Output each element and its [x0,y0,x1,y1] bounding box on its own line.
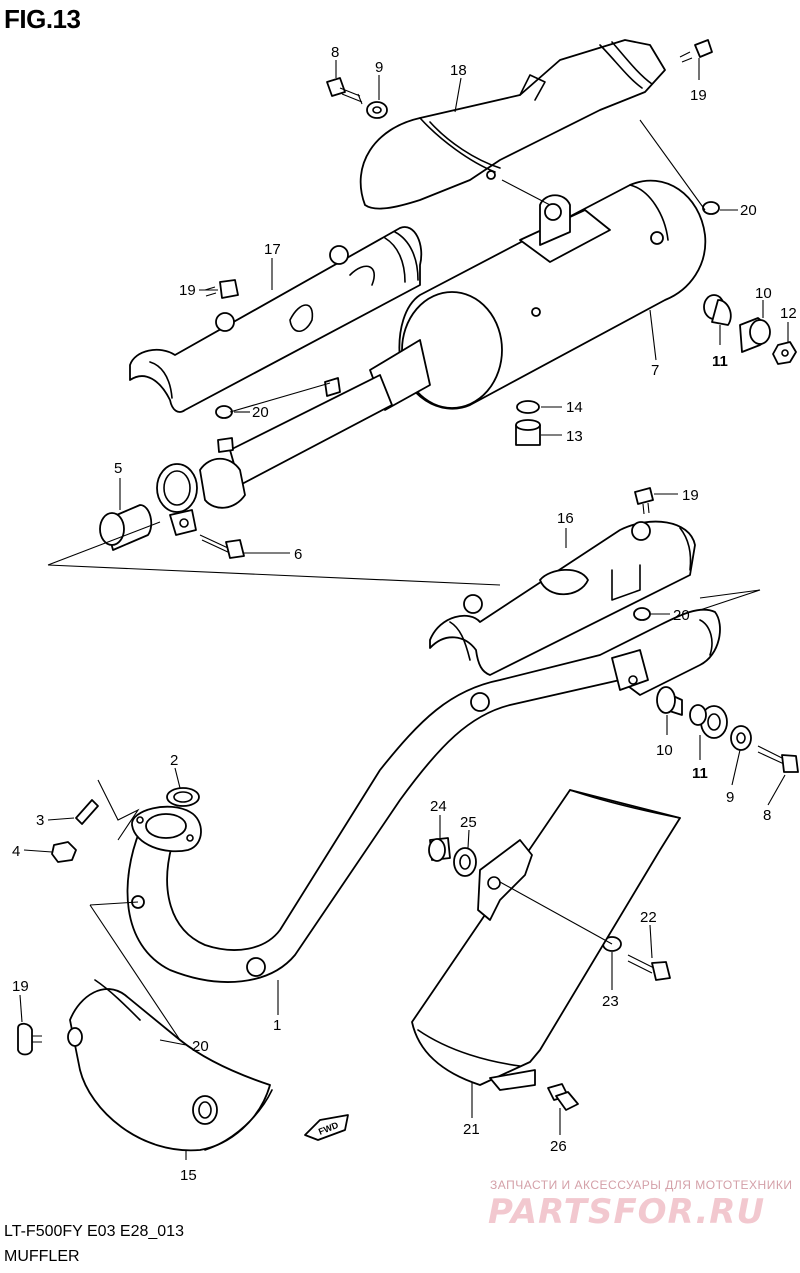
callout-9: 9 [375,59,383,76]
upper-hardware [199,39,797,559]
part-1-exhaust-pipe [126,608,721,983]
callout-25: 25 [460,814,477,831]
part-21-guard [411,789,681,1091]
callout-11: 11 [692,765,708,782]
callout-6: 6 [294,546,302,563]
footer-figure-code: LT-F500FY E03 E28_013 [4,1223,184,1240]
watermark-logo: PARTSFOR.RU [488,1192,766,1232]
callout-9: 9 [726,789,734,806]
callout-24: 24 [430,798,447,815]
callout-19: 19 [12,978,29,995]
callout-20: 20 [673,607,690,624]
part-15-shield [67,979,273,1152]
callout-17: 17 [264,241,281,258]
callout-20: 20 [192,1038,209,1055]
callout-26: 26 [550,1138,567,1155]
callout-11: 11 [712,353,728,370]
part-16-shield [429,487,696,676]
figure-title: FIG.13 [4,4,81,34]
callout-23: 23 [602,993,619,1010]
reference-lines [47,119,761,1041]
part-7-muffler [156,179,707,536]
callout-labels: 8 9 18 19 20 17 19 10 12 11 7 20 14 13 5… [12,44,797,1184]
callout-19: 19 [179,282,196,299]
callout-10: 10 [656,742,673,759]
callout-18: 18 [450,62,467,79]
callout-20: 20 [252,404,269,421]
part-17-shield [129,226,423,413]
callout-4: 4 [12,843,20,860]
callout-15: 15 [180,1167,197,1184]
callout-3: 3 [36,812,44,829]
callout-8: 8 [331,44,339,61]
watermark-tagline: ЗАПЧАСТИ И АКСЕССУАРЫ ДЛЯ МОТОТЕХНИКИ [490,1178,793,1192]
callout-19: 19 [682,487,699,504]
callout-2: 2 [170,752,178,769]
callout-22: 22 [640,909,657,926]
footer-figure-name: MUFFLER [4,1248,80,1265]
leader-lines [19,58,789,1160]
callout-14: 14 [566,399,583,416]
callout-13: 13 [566,428,583,445]
fwd-arrow: FWD [304,1114,349,1141]
callout-1: 1 [273,1017,281,1034]
callout-19: 19 [690,87,707,104]
lower-hardware [17,686,799,1111]
callout-10: 10 [755,285,772,302]
callout-20: 20 [740,202,757,219]
callout-7: 7 [651,362,659,379]
part-18-heat-shield [359,39,666,210]
callout-21: 21 [463,1121,480,1138]
callout-16: 16 [557,510,574,527]
callout-5: 5 [114,460,122,477]
part-5-gasket [99,504,153,551]
callout-8: 8 [763,807,771,824]
callout-12: 12 [780,305,797,322]
